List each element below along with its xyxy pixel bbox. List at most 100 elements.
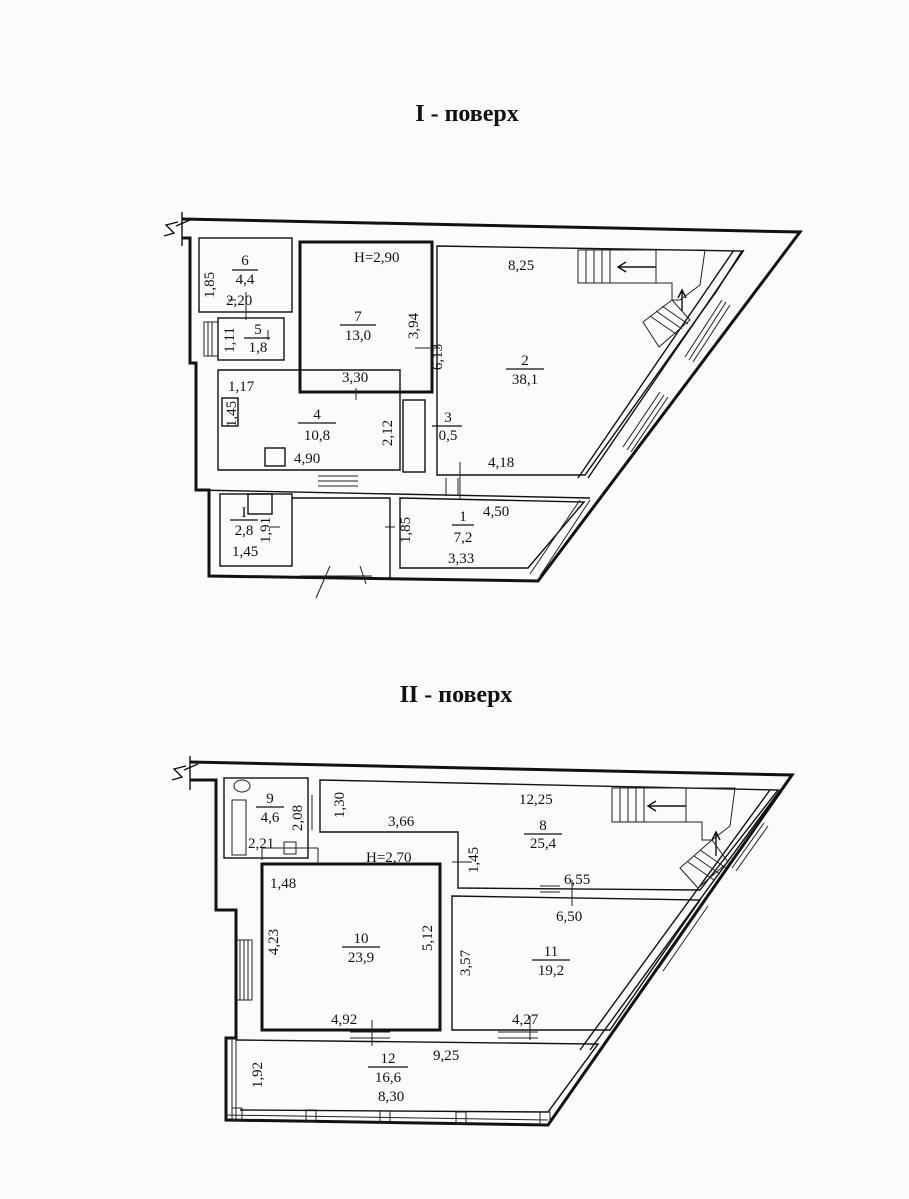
room-2-outline	[436, 245, 744, 476]
floor-1-corridor-wall	[195, 489, 591, 499]
room-9-bath	[231, 779, 251, 856]
room-4-label: 4 10,8	[298, 407, 336, 444]
svg-text:12: 12	[381, 1051, 396, 1067]
floor-1-windows	[622, 299, 731, 453]
floor-1-dim-ticks	[228, 292, 461, 528]
dim-8-30: 8,30	[378, 1089, 404, 1105]
dim-2-21: 2,21	[248, 836, 274, 852]
room-9-outline	[223, 777, 309, 859]
room-1-outline	[399, 497, 586, 569]
floor-1-stairs	[577, 249, 706, 348]
floor-1-inner-slant	[577, 249, 745, 479]
dim-1-17: 1,17	[228, 379, 255, 395]
floor-2-room12-doors	[350, 1031, 538, 1039]
svg-text:I: I	[242, 505, 247, 521]
dim-1-45: 1,45	[232, 544, 258, 560]
dim-2-12: 2,12	[380, 420, 396, 446]
floor-1-door-1	[318, 475, 358, 487]
svg-text:0,5: 0,5	[439, 428, 458, 444]
floor-2-title: II - поверх	[400, 682, 513, 708]
svg-text:3: 3	[444, 410, 452, 426]
dim-6-50: 6,50	[556, 909, 582, 925]
dim-6-55: 6,55	[564, 872, 590, 888]
dim-3-94: 3,94	[406, 312, 422, 339]
room-1-slant	[529, 499, 591, 577]
svg-text:2: 2	[521, 353, 529, 369]
svg-text:9: 9	[266, 791, 274, 807]
dim-5-12: 5,12	[420, 925, 436, 951]
dim-3-66: 3,66	[388, 814, 415, 830]
dim-9-25: 9,25	[433, 1048, 459, 1064]
room-10-label: 10 23,9	[342, 931, 380, 966]
dim-1-92: 1,92	[250, 1062, 266, 1088]
floor-1-title: I - поверх	[415, 101, 519, 127]
room-5-outline	[217, 317, 285, 361]
dim-2-20: 2,20	[226, 293, 252, 309]
svg-text:19,2: 19,2	[538, 963, 564, 979]
room-I-label: I 2,8	[230, 505, 258, 539]
dim-8-25: 8,25	[508, 258, 534, 274]
dim-12-25: 12,25	[519, 792, 553, 808]
dim-3-57: 3,57	[458, 949, 474, 976]
dim-4-23: 4,23	[266, 929, 282, 955]
dim-1-11: 1,11	[222, 327, 238, 353]
room-I-toilet	[247, 493, 273, 515]
svg-text:25,4: 25,4	[530, 836, 557, 852]
svg-text:5: 5	[254, 322, 262, 338]
dim-1-45-vertical: 1,45	[224, 401, 240, 427]
room-5-label: 5 1,8	[244, 322, 270, 356]
dim-4-90: 4,90	[294, 451, 320, 467]
svg-text:13,0: 13,0	[345, 328, 371, 344]
dim-3-33: 3,33	[448, 551, 474, 567]
floor-1-height: H=2,90	[354, 250, 400, 266]
dim-4-50: 4,50	[483, 504, 509, 520]
floor-2-room11-door	[540, 885, 560, 893]
floor-2-break-mark	[171, 756, 199, 790]
dim-1-30: 1,30	[332, 792, 348, 818]
room-6-label: 6 4,4	[232, 253, 258, 288]
dim-2-08: 2,08	[290, 805, 306, 831]
room-8-outline	[319, 779, 780, 891]
room-7-label: 7 13,0	[340, 309, 376, 344]
floor-1-break-mark	[163, 212, 191, 246]
room-11-label: 11 19,2	[532, 944, 570, 979]
svg-text:8: 8	[539, 818, 547, 834]
dim-4-27: 4,27	[512, 1012, 539, 1028]
svg-text:38,1: 38,1	[512, 372, 538, 388]
svg-text:2,8: 2,8	[235, 523, 254, 539]
floor-2-plan: II - поверх	[171, 682, 795, 1127]
room-10-entry	[261, 847, 319, 864]
room-3-outline	[402, 399, 426, 473]
svg-text:10: 10	[354, 931, 369, 947]
room-7-outline	[298, 240, 434, 394]
room-2-label: 2 38,1	[506, 353, 544, 388]
room-4-outline	[217, 369, 401, 471]
svg-text:23,9: 23,9	[348, 950, 374, 966]
svg-text:11: 11	[544, 944, 558, 960]
svg-text:7,2: 7,2	[454, 530, 473, 546]
dim-6-13: 6,13	[430, 344, 446, 370]
floor-1-door-2	[445, 478, 459, 496]
room-11-outline	[451, 895, 702, 1031]
room-4-stove	[221, 397, 239, 427]
dim-1-48: 1,48	[270, 876, 296, 892]
floor-1-lobby	[292, 497, 391, 578]
floor-1-entrance	[300, 565, 372, 599]
dim-1-85b: 1,85	[398, 517, 414, 543]
floor-2-left-door	[236, 939, 253, 1001]
svg-text:4,4: 4,4	[236, 272, 255, 288]
svg-text:6: 6	[241, 253, 249, 269]
floor-2-height: H=2,70	[366, 850, 412, 866]
room-12-label: 12 16,6	[368, 1051, 408, 1086]
dim-4-18: 4,18	[488, 455, 514, 471]
floor-1-plan: I - поверх	[163, 101, 803, 599]
floor-2-outer-wall	[189, 760, 795, 1127]
floor-2-stairs	[611, 787, 736, 889]
room-5-door	[203, 321, 218, 357]
room-3-label: 3 0,5	[432, 410, 462, 444]
svg-text:1,8: 1,8	[249, 340, 268, 356]
svg-text:4: 4	[313, 407, 321, 423]
dim-3-30: 3,30	[342, 370, 368, 386]
room-8-label: 8 25,4	[524, 818, 562, 852]
